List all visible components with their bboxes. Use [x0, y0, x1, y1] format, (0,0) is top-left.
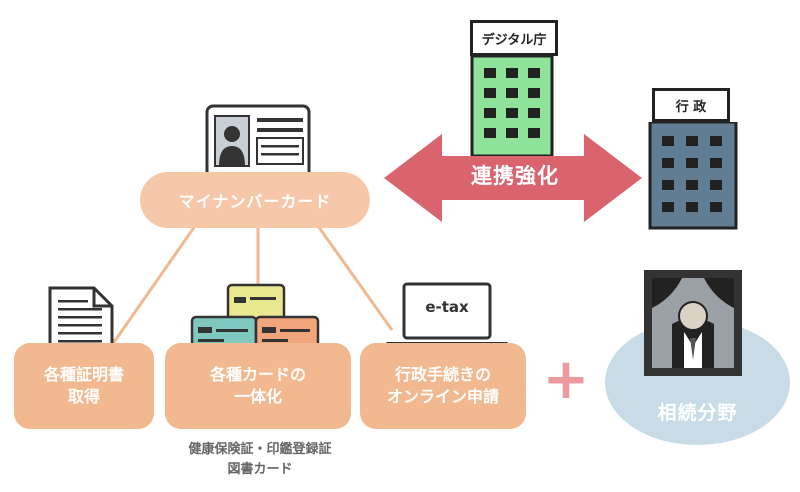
gyosei-building-icon — [648, 122, 738, 230]
digital-agency-building-icon — [470, 56, 554, 158]
online-application-line2: オンライン申請 — [386, 387, 499, 406]
gyosei-label: 行 政 — [652, 88, 730, 122]
arrow-label: 連携強化 — [471, 164, 559, 188]
card-integration-box: 各種カードの 一体化 — [165, 343, 351, 429]
sozoku-label: 相続分野 — [657, 402, 738, 424]
card-integration-line2: 一体化 — [233, 387, 282, 406]
online-application-line1: 行政手続きの — [394, 365, 491, 385]
card-caption-line1: 健康保険証・印鑑登録証 — [188, 442, 332, 457]
double-arrow-icon — [384, 134, 642, 222]
card-caption: 健康保険証・印鑑登録証 図書カード — [160, 440, 360, 479]
my-number-card-label: マイナンバーカード — [140, 172, 370, 228]
etax-label: e-tax — [425, 298, 469, 316]
card-integration-line1: 各種カードの — [209, 365, 306, 385]
certificate-box: 各種証明書 取得 — [14, 343, 154, 429]
certificate-line1: 各種証明書 — [43, 365, 124, 385]
card-caption-line2: 図書カード — [227, 461, 293, 477]
id-card-icon — [205, 104, 311, 180]
plus-icon: + — [542, 347, 590, 412]
online-application-box: 行政手続きの オンライン申請 — [360, 343, 526, 429]
digital-agency-label: デジタル庁 — [470, 20, 558, 56]
certificate-line2: 取得 — [67, 387, 100, 406]
memorial-portrait-icon — [644, 270, 742, 376]
